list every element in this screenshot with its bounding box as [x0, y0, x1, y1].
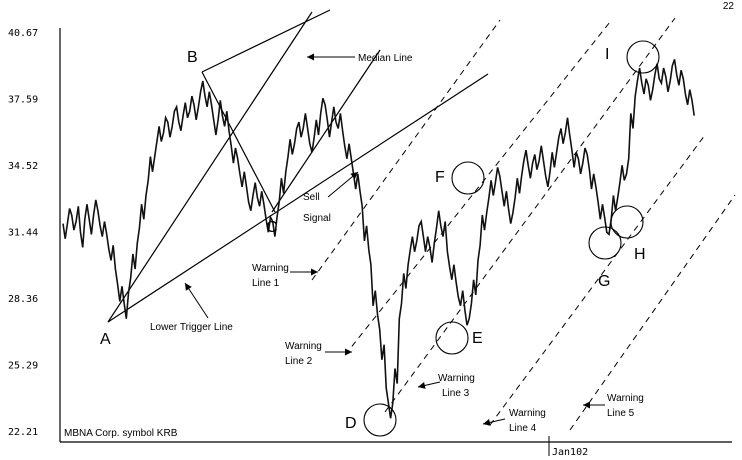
y-tick-label: 34.52	[8, 161, 38, 172]
warning-1-arrow	[290, 268, 318, 276]
annotation-w5a: Warning	[607, 393, 644, 404]
y-tick-label: 25.29	[8, 360, 38, 371]
pivot-circle-h	[610, 205, 644, 239]
y-tick-label: 22.21	[8, 427, 38, 438]
annotation-w4b: Line 4	[509, 423, 537, 434]
lower-trigger-line	[107, 73, 489, 323]
warning-line-5	[569, 194, 736, 431]
pivot-label-a: A	[100, 331, 111, 348]
annotation-sell1: Sell	[303, 192, 320, 203]
y-tick-label: 28.36	[8, 294, 38, 305]
median-line-arrow	[307, 53, 355, 61]
price-series	[62, 59, 695, 419]
pivot-label-f: F	[435, 169, 445, 186]
trigger-line-arrow	[184, 282, 209, 319]
warning-line-2	[344, 21, 611, 356]
source-caption: MBNA Corp. symbol KRB	[64, 428, 178, 439]
annotation-trigger: Lower Trigger Line	[150, 322, 233, 333]
pivot-circle-g	[588, 226, 622, 260]
pivot-label-e: E	[472, 330, 483, 347]
annotation-w5b: Line 5	[607, 408, 635, 419]
pivot-circle-i	[626, 40, 660, 74]
page-number: 22	[722, 1, 734, 12]
warning-5-arrow	[583, 401, 605, 409]
warning-3-arrow	[417, 381, 441, 389]
pivot-circle-e	[435, 321, 469, 355]
fork-median-line	[107, 11, 313, 323]
pivot-circle-d	[363, 403, 397, 437]
fork-upper-line	[201, 9, 331, 73]
warning-4-arrow	[482, 418, 506, 426]
pivot-label-c: C	[266, 219, 278, 236]
sell-signal-arrow	[327, 171, 359, 198]
annotation-w2a: Warning	[285, 341, 322, 352]
warning-line-1	[311, 19, 501, 281]
y-tick-label: 40.67	[8, 28, 38, 39]
annotation-w3b: Line 3	[442, 388, 470, 399]
pivot-label-b: B	[187, 49, 198, 66]
pivot-label-h: H	[634, 246, 646, 263]
annotation-w1a: Warning	[252, 263, 289, 274]
annotation-w1b: Line 1	[252, 278, 280, 289]
pivot-label-d: D	[345, 415, 357, 432]
pivot-circle-f	[451, 161, 485, 195]
annotation-median: Median Line	[358, 53, 413, 64]
sell-channel-line	[201, 71, 276, 213]
annotation-sell2: Signal	[303, 213, 331, 224]
warning-line-3	[384, 17, 676, 413]
annotation-w4a: Warning	[509, 408, 546, 419]
pivot-label-g: G	[598, 273, 610, 290]
warning-2-arrow	[325, 348, 352, 356]
pivot-label-i: I	[605, 46, 609, 63]
x-tick-label: Jan102	[552, 447, 588, 458]
annotation-w3a: Warning	[438, 373, 475, 384]
fork-lower-line	[271, 49, 381, 213]
warning-line-4	[489, 134, 706, 426]
y-tick-label: 31.44	[8, 228, 38, 239]
y-tick-label: 37.59	[8, 95, 38, 106]
annotation-w2b: Line 2	[285, 356, 313, 367]
